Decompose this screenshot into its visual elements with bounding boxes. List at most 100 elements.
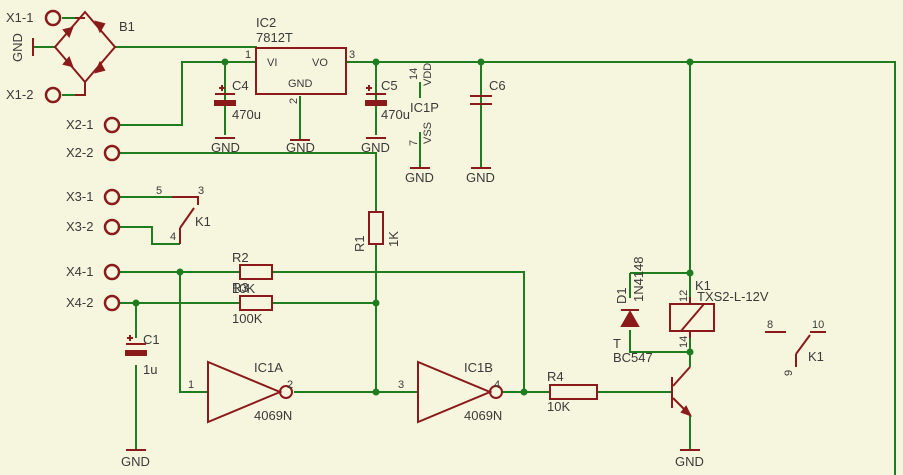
ic1p-pin14: 14	[408, 68, 420, 80]
connector-x2-1[interactable]: X2-1	[66, 116, 121, 134]
ic1p-name: IC1P	[410, 100, 439, 115]
ic1b-value: 4069N	[464, 408, 502, 423]
resistor-r1[interactable]: R1 1K	[352, 211, 401, 252]
gnd-label: GND	[286, 140, 315, 155]
c4-name: C4	[232, 78, 249, 93]
c4-value: 470u	[232, 107, 261, 122]
r1-value: 1K	[386, 231, 401, 247]
relay-name: K1	[695, 278, 711, 293]
regulator-pin1: 1	[245, 49, 251, 61]
d1-value: 1N4148	[631, 256, 646, 302]
connector-x4-2[interactable]: X4-2	[66, 294, 121, 312]
diode-d1[interactable]: D1 1N4148	[614, 256, 646, 327]
gnd-label: GND	[466, 170, 495, 185]
d1-name: D1	[614, 287, 629, 304]
bridge-rectifier-b1[interactable]: B1	[53, 10, 135, 96]
connector-label: X2-2	[66, 145, 93, 160]
wires	[33, 17, 896, 475]
r1-name: R1	[352, 235, 367, 252]
gnd-symbol-c6: GND	[466, 167, 495, 185]
junctions	[132, 58, 694, 396]
capacitor-c6[interactable]: C6	[470, 78, 506, 105]
gnd-symbol-c4: GND	[211, 137, 240, 155]
ic1a-value: 4069N	[254, 408, 292, 423]
connector-label: X4-2	[66, 295, 93, 310]
r3-name: R3	[232, 280, 249, 295]
transistor-value: BC547	[613, 350, 653, 365]
regulator-vi-label: VI	[267, 57, 277, 69]
resistor-r3[interactable]: R3 100K	[232, 280, 273, 326]
regulator-name: IC2	[256, 15, 276, 30]
resistor-r2[interactable]: R2 10K	[232, 250, 273, 296]
r4-name: R4	[547, 369, 564, 384]
gnd-symbol-ic2: GND	[286, 139, 315, 155]
k1a-pin4: 4	[170, 231, 176, 243]
ic1a-name: IC1A	[254, 360, 283, 375]
c5-name: C5	[381, 78, 398, 93]
relay-pin12: 12	[678, 290, 690, 302]
resistor-r4[interactable]: R4 10K	[547, 369, 598, 414]
connector-x3-1[interactable]: X3-1	[66, 188, 121, 206]
ic1a-pin1: 1	[188, 379, 194, 391]
regulator-ic2[interactable]: IC2 7812T VI VO GND 1 3 2	[245, 15, 355, 104]
gnd-symbol-transistor: GND	[675, 449, 704, 469]
gnd-label: GND	[675, 454, 704, 469]
transistor-name: T	[613, 336, 621, 351]
connector-x1-1[interactable]: X1-1	[6, 9, 62, 27]
ic1p-vdd: VDD	[422, 63, 434, 86]
r3-value: 100K	[232, 311, 263, 326]
connector-x1-2[interactable]: X1-2	[6, 86, 62, 104]
c1-name: C1	[143, 332, 160, 347]
k1a-pin3: 3	[198, 185, 204, 197]
transistor-t[interactable]: T BC547	[613, 336, 693, 417]
capacitor-c4[interactable]: C4 470u	[214, 78, 261, 122]
relay-coil-k1[interactable]: K1 TXS2-L-12V 12 14	[669, 278, 769, 348]
relay-value: TXS2-L-12V	[697, 289, 769, 304]
ic1b-pin3: 3	[398, 379, 404, 391]
connector-x2-2[interactable]: X2-2	[66, 144, 121, 162]
k1b-name: K1	[808, 349, 824, 364]
c1-value: 1u	[143, 362, 157, 377]
connector-x3-2[interactable]: X3-2	[66, 218, 121, 236]
connector-label: X4-1	[66, 264, 93, 279]
connector-label: X2-1	[66, 117, 93, 132]
connector-label: X1-1	[6, 10, 33, 25]
relay-contact-k1-a[interactable]: 5 3 4 K1	[156, 185, 211, 244]
connector-label: X1-2	[6, 87, 33, 102]
gnd-label: GND	[405, 170, 434, 185]
ic1b-name: IC1B	[464, 360, 493, 375]
regulator-gnd-label: GND	[288, 78, 313, 90]
regulator-pin3: 3	[349, 49, 355, 61]
r2-value: 10K	[232, 281, 255, 296]
gnd-label: GND	[10, 33, 25, 62]
capacitor-c1[interactable]: C1 1u	[125, 332, 160, 377]
gnd-label: GND	[361, 140, 390, 155]
k1a-pin5: 5	[156, 185, 162, 197]
gnd-symbol-c1: GND	[121, 449, 150, 469]
ic1b-pin4: 4	[494, 379, 500, 391]
regulator-pin2: 2	[288, 98, 300, 104]
gnd-symbol-bridge: GND	[10, 33, 34, 62]
relay-contact-k1-b[interactable]: 8 10 9 K1	[765, 319, 826, 376]
gnd-label: GND	[121, 454, 150, 469]
k1b-pin10: 10	[812, 319, 824, 331]
bridge-label: B1	[119, 19, 135, 34]
relay-pin14: 14	[678, 336, 690, 348]
gnd-symbol-c5: GND	[361, 137, 390, 155]
r2-name: R2	[232, 250, 249, 265]
gnd-label: GND	[211, 140, 240, 155]
capacitor-c5[interactable]: C5 470u	[365, 78, 410, 122]
inverter-ic1a[interactable]: IC1A 4069N 1 2	[188, 360, 293, 424]
ic1p-power-block[interactable]: 14 VDD IC1P VSS 7	[408, 63, 439, 146]
connector-x4-1[interactable]: X4-1	[66, 263, 121, 281]
ic1a-pin2: 2	[287, 379, 293, 391]
ic1p-pin7: 7	[408, 140, 420, 146]
c6-name: C6	[489, 78, 506, 93]
c5-value: 470u	[381, 107, 410, 122]
connector-label: X3-2	[66, 219, 93, 234]
regulator-value: 7812T	[256, 30, 293, 45]
k1b-pin8: 8	[767, 319, 773, 331]
regulator-vo-label: VO	[312, 57, 328, 69]
inverter-ic1b[interactable]: IC1B 4069N 3 4	[398, 360, 503, 424]
